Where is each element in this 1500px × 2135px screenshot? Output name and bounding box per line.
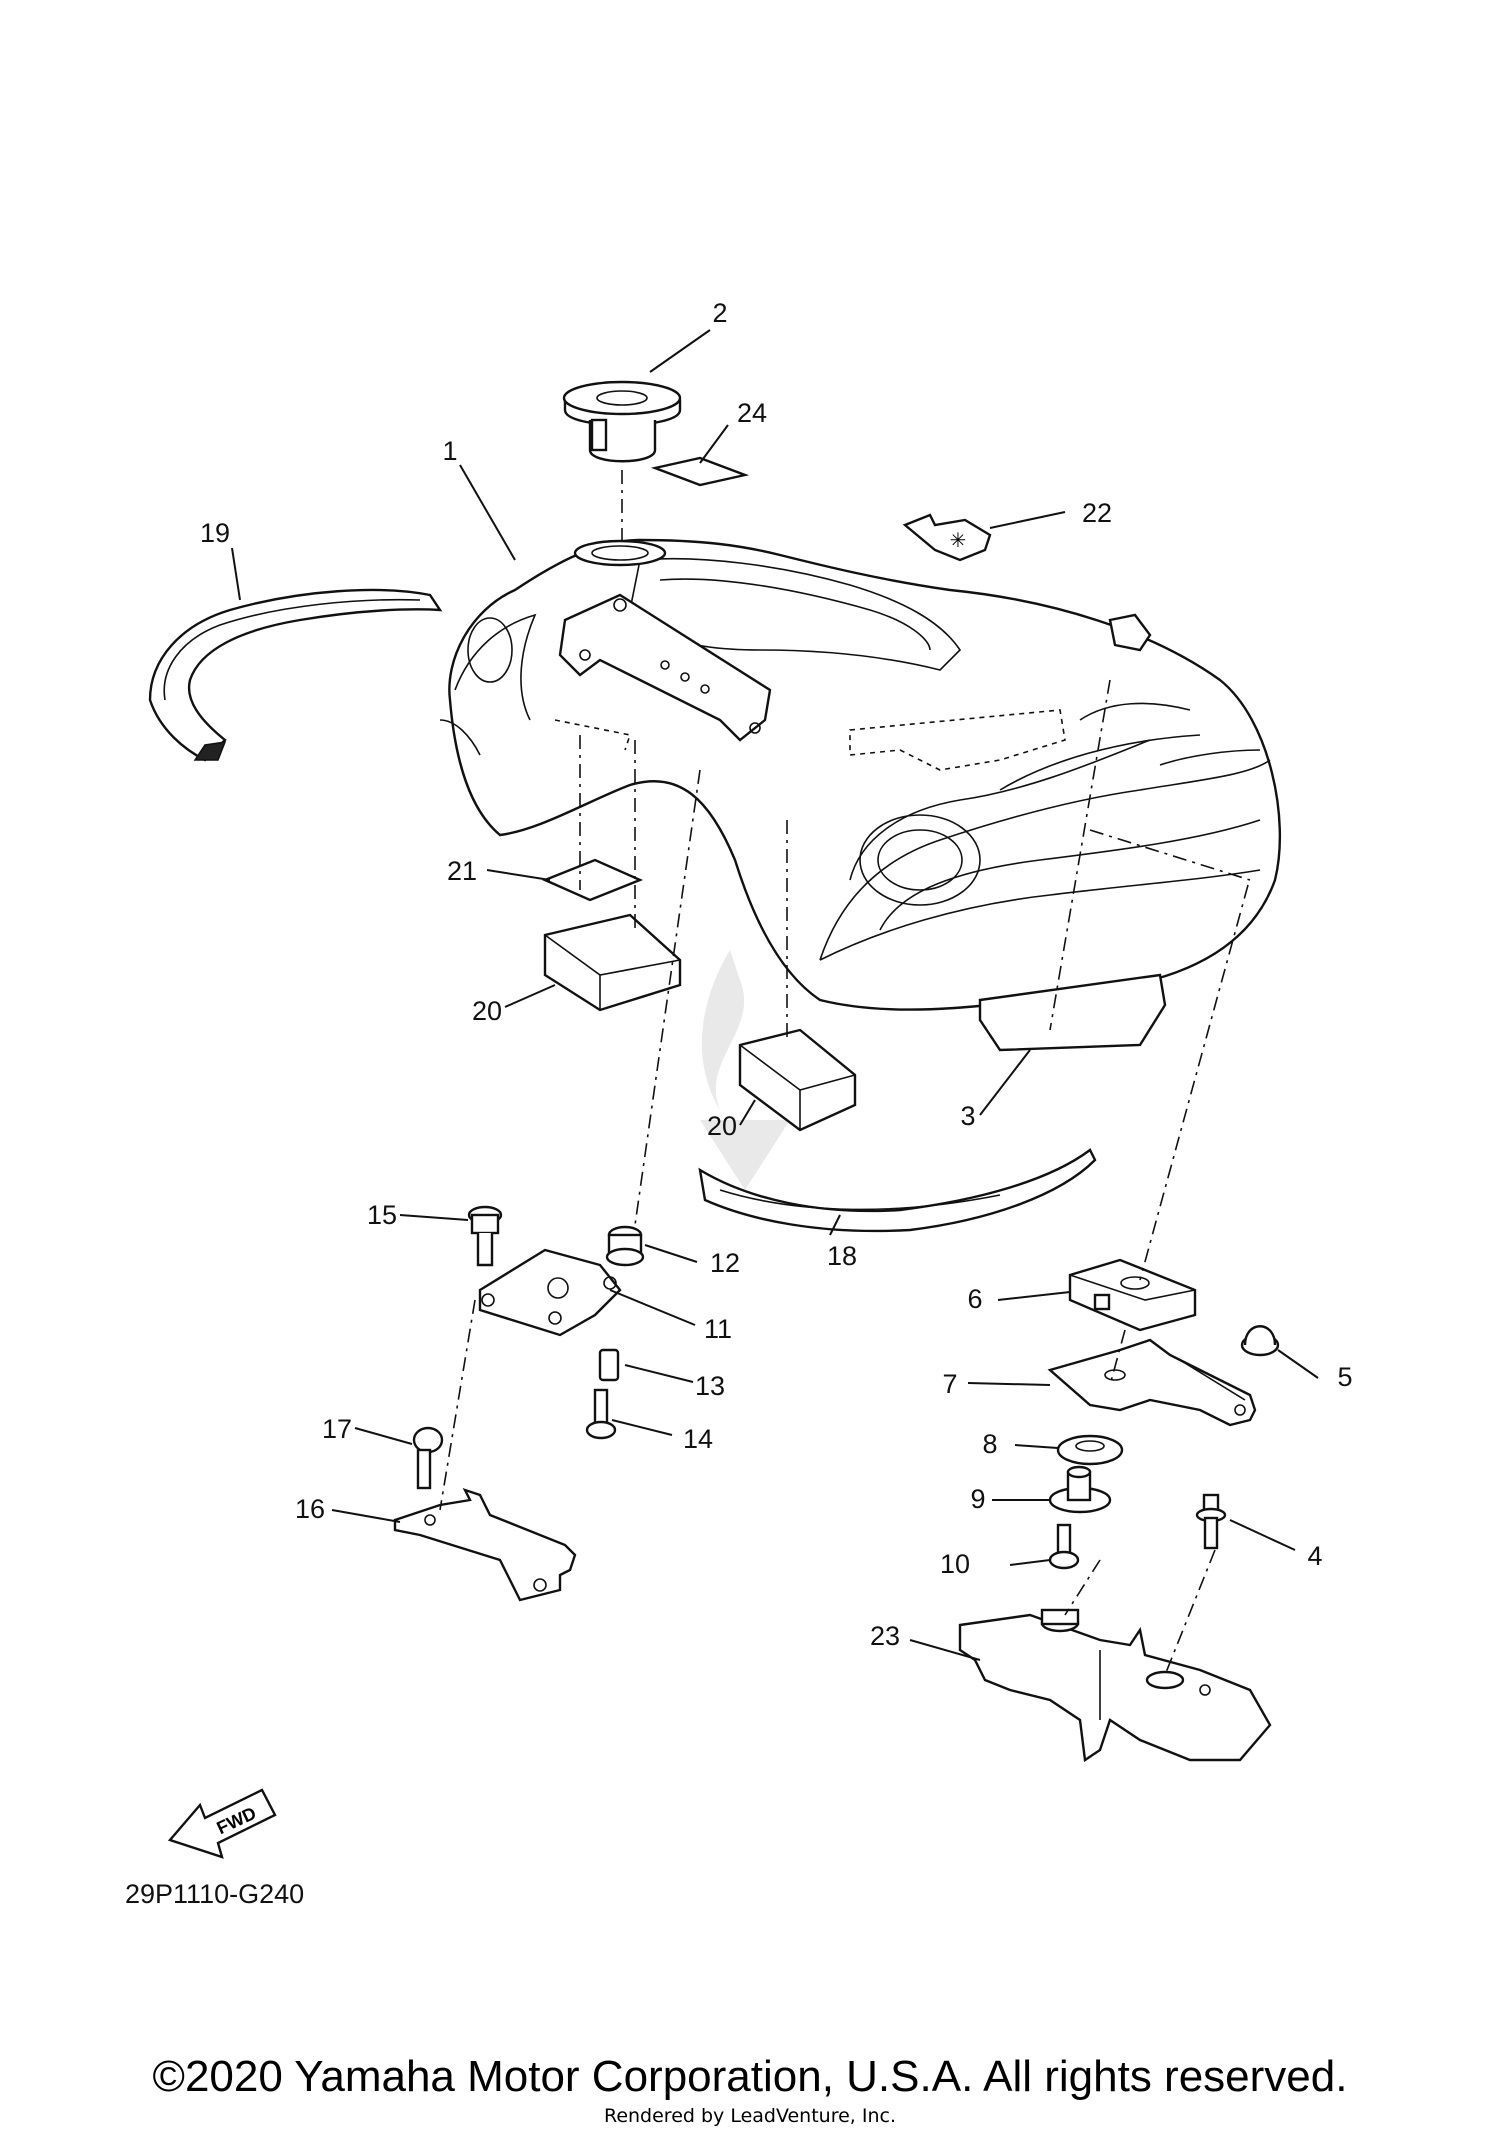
bolt-14 — [585, 1388, 617, 1440]
bracket-16 — [393, 1487, 577, 1602]
callout-23: 23 — [870, 1621, 900, 1651]
svg-text:✳: ✳ — [950, 528, 967, 552]
rendered-by-text: Rendered by LeadVenture, Inc. — [603, 2105, 897, 2127]
callout-22: 22 — [1082, 498, 1112, 528]
damper-6 — [1068, 1258, 1197, 1332]
nut-5 — [1240, 1325, 1280, 1357]
assembly-lines — [439, 470, 1251, 1676]
callout-13: 13 — [695, 1371, 725, 1401]
callout-24: 24 — [737, 398, 767, 428]
decal-3 — [978, 973, 1167, 1052]
callout-17: 17 — [322, 1414, 352, 1444]
callout-11: 11 — [704, 1314, 732, 1344]
copyright-text: ©2020 Yamaha Motor Corporation, U.S.A. A… — [152, 2052, 1348, 2101]
diagram-code: 29P1110-G240 — [125, 1879, 304, 1909]
callout-labels: 1 2 3 4 5 6 7 8 9 10 11 12 13 14 15 16 1… — [200, 298, 1353, 1651]
callout-18: 18 — [827, 1241, 857, 1271]
bolt-10 — [1048, 1523, 1080, 1570]
callout-6: 6 — [967, 1284, 982, 1314]
bracket-11 — [478, 1248, 622, 1337]
callout-8: 8 — [982, 1429, 997, 1459]
screw-17 — [412, 1426, 444, 1490]
callout-21: 21 — [447, 856, 477, 886]
bolt-4 — [1195, 1493, 1227, 1550]
callout-16: 16 — [295, 1494, 325, 1524]
callout-19: 19 — [200, 518, 230, 548]
callout-5: 5 — [1337, 1362, 1352, 1392]
damper-20-right — [738, 1028, 857, 1132]
bracket-23 — [958, 1608, 1272, 1763]
pad-21 — [541, 858, 644, 902]
fwd-arrow-icon: FWD — [167, 1788, 277, 1859]
bracket-7 — [1047, 1338, 1257, 1427]
fuel-cap — [562, 380, 682, 463]
callout-1: 1 — [442, 436, 457, 466]
callout-15: 15 — [367, 1200, 397, 1230]
collar-9 — [1048, 1465, 1112, 1514]
watermark-logo — [700, 950, 790, 1190]
callout-14: 14 — [683, 1424, 713, 1454]
side-trim-19 — [148, 588, 443, 762]
callout-3: 3 — [960, 1101, 975, 1131]
washer-8 — [1056, 1434, 1124, 1466]
label-24 — [650, 456, 750, 487]
callout-9: 9 — [970, 1484, 985, 1514]
damper-20-left — [543, 913, 682, 1012]
callout-2: 2 — [712, 298, 727, 328]
callout-7: 7 — [942, 1369, 957, 1399]
callout-12: 12 — [710, 1248, 740, 1278]
collar-13 — [598, 1348, 620, 1382]
fuel-tank — [439, 538, 1281, 1011]
bolt-15 — [467, 1205, 503, 1267]
tank-mount-stay — [558, 593, 772, 742]
callout-20-right: 20 — [707, 1111, 737, 1141]
emblem-22: ✳ — [902, 513, 992, 562]
callout-20-left: 20 — [472, 996, 502, 1026]
callout-4: 4 — [1307, 1541, 1322, 1571]
callout-10: 10 — [940, 1549, 970, 1579]
rail-18 — [698, 1148, 1097, 1233]
grommet-12 — [605, 1225, 645, 1267]
leader-lines — [231, 329, 1319, 1661]
